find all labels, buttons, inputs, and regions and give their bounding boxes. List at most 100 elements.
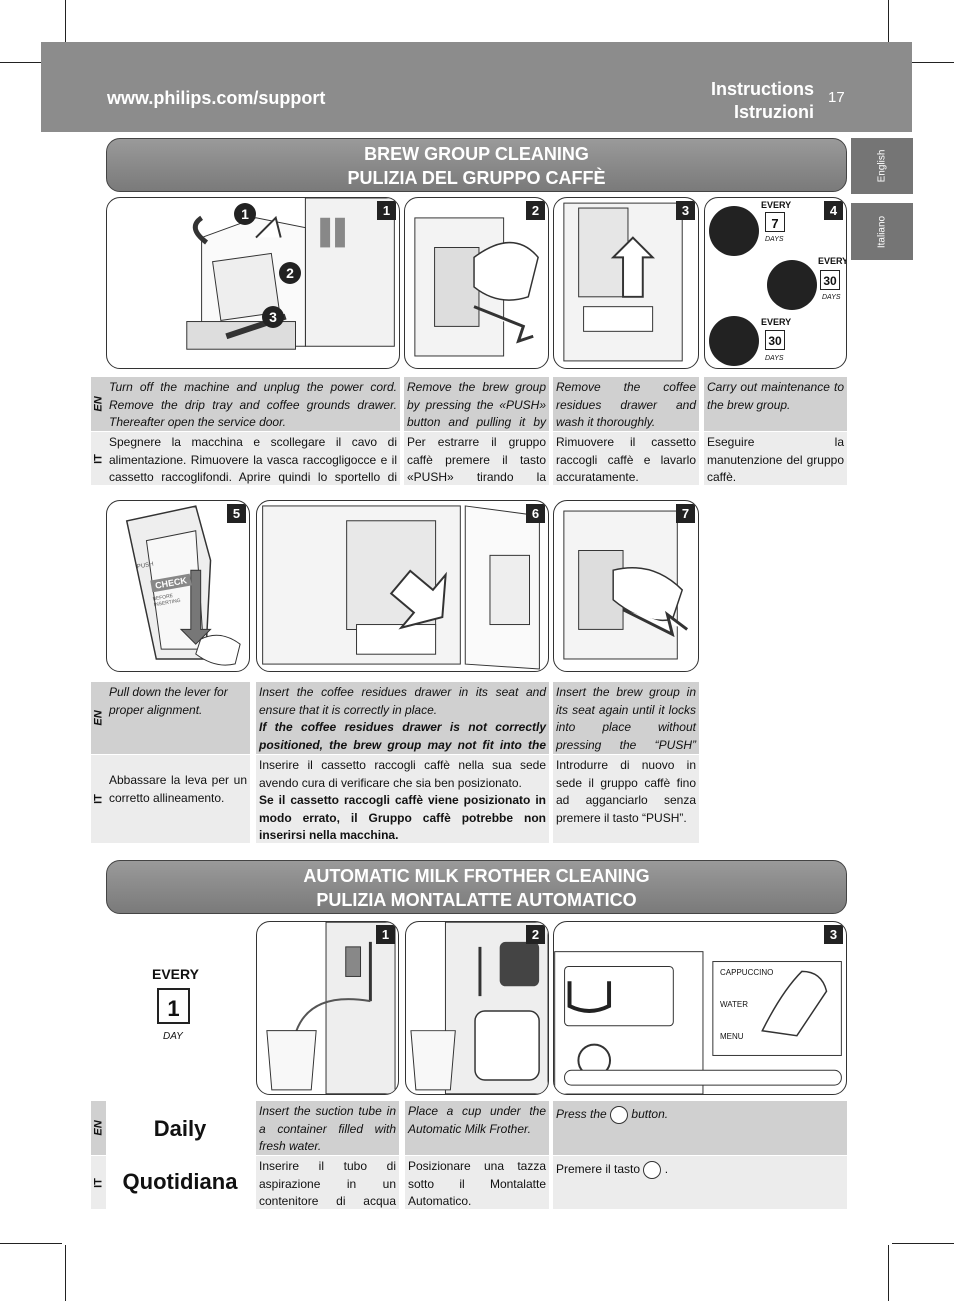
frother-step-1-it-text: Inserire il tubo di aspirazione in un co… (256, 1156, 399, 1209)
every-label: EVERY (761, 317, 792, 327)
lang-label-it: IT (91, 1156, 106, 1209)
lang-label-en: EN (91, 1101, 106, 1155)
step-3-en-text: Remove the coffee residues drawer and wa… (553, 377, 699, 431)
calendar-icon: 30 (820, 270, 840, 290)
step-number: 4 (824, 201, 843, 220)
brew-group-removal-illustration (414, 217, 539, 357)
insert-drawer-illustration (262, 505, 540, 670)
illustration-step-1: 1 1 2 3 (106, 197, 400, 369)
machine-open-illustration (186, 198, 395, 350)
step-number: 5 (227, 504, 246, 523)
step-number: 6 (526, 504, 545, 523)
tab-english-label: English (876, 149, 888, 183)
tab-english[interactable]: English (851, 138, 913, 194)
banner-title-it: PULIZIA DEL GRUPPO CAFFÈ (347, 168, 606, 188)
press-text-end: . (664, 1162, 669, 1177)
every-label: EVERY (818, 256, 847, 266)
illustration-step-7: 7 (553, 500, 699, 672)
frother-step-2-en-text: Place a cup under the Automatic Milk Fro… (405, 1101, 549, 1155)
lubricate-icon (767, 260, 817, 310)
step-number: 1 (376, 925, 395, 944)
calendar-icon: 30 (765, 330, 785, 350)
illustration-step-6: 6 (256, 500, 549, 672)
page-number: 17 (828, 89, 845, 106)
panel-label-cappuccino[interactable]: CAPPUCCINO (720, 968, 774, 977)
step-3-it-text: Rimuovere il cassetto raccogli caffè e l… (553, 432, 699, 485)
illustration-frother-step-1: 1 (256, 921, 399, 1095)
section-banner-brew-group: BREW GROUP CLEANING PULIZIA DEL GRUPPO C… (106, 138, 847, 192)
reinsert-brew-group-illustration (563, 510, 689, 660)
page-header (41, 42, 912, 132)
header-title-en: Instructions (710, 79, 814, 99)
header-title-it: Istruzioni (734, 102, 814, 122)
step-number: 2 (526, 201, 545, 220)
banner-title-en: AUTOMATIC MILK FROTHER CLEANING (303, 866, 650, 886)
milk-frother-button-icon (610, 1106, 629, 1124)
step-1-en-text: Turn off the machine and unplug the powe… (106, 377, 400, 431)
illustration-frother-step-3: 3 CAPPUCCINO WATER MENU (553, 921, 847, 1095)
frother-step-1-en-text: Insert the suction tube in a container f… (256, 1101, 399, 1155)
step-2-it-text: Per estrarre il gruppo caffè premere il … (404, 432, 549, 485)
callout-number: 2 (279, 262, 301, 284)
days-label: DAYS (822, 294, 841, 301)
crop-mark (892, 1243, 954, 1244)
calendar-icon: 7 (765, 212, 785, 232)
control-panel-illustration (554, 951, 842, 1094)
step-6-it-text: Inserire il cassetto raccogli caffè nell… (259, 758, 546, 790)
panel-label-water[interactable]: WATER (720, 1000, 748, 1009)
descale-icon (709, 316, 759, 366)
lang-label-it: IT (91, 755, 106, 843)
step-1-it-text: Spegnere la macchina e scollegare il cav… (106, 432, 400, 485)
panel-label-menu[interactable]: MENU (720, 1032, 744, 1041)
step-7-it-text: Introdurre di nuovo in sede il gruppo ca… (553, 755, 699, 843)
every-label: EVERY (152, 966, 199, 982)
step-number: 1 (377, 201, 396, 220)
rinse-icon (709, 206, 759, 256)
callout-number: 3 (262, 306, 284, 328)
step-5-it-text: Abbassare la leva per un corretto alline… (106, 755, 250, 843)
lang-label-en: EN (91, 377, 106, 431)
milk-frother-button-icon (643, 1161, 662, 1179)
step-5-en-text: Pull down the lever for proper alignment… (106, 682, 250, 754)
every-label: EVERY (761, 200, 792, 210)
banner-title-it: PULIZIA MONTALATTE AUTOMATICO (316, 890, 637, 910)
step-number: 3 (676, 201, 695, 220)
illustration-frother-step-2: 2 (405, 921, 549, 1095)
frother-step-2-it-text: Posizionare una tazza sotto il Montalatt… (405, 1156, 549, 1209)
callout-number: 1 (234, 203, 256, 225)
tab-italiano[interactable]: Italiano (851, 203, 913, 260)
crop-mark (65, 1245, 66, 1301)
frequency-it: Quotidiana (122, 1169, 238, 1194)
crop-mark (888, 1245, 889, 1301)
crop-mark (0, 1243, 62, 1244)
banner-title-en: BREW GROUP CLEANING (364, 144, 589, 164)
crop-mark (888, 0, 889, 62)
step-6-en-warning: If the coffee residues drawer is not cor… (259, 720, 546, 752)
frequency-en: Daily (153, 1116, 207, 1141)
step-6-en-text: Insert the coffee residues drawer in its… (259, 685, 546, 717)
frother-step-3-it-text: Premere il tasto . (553, 1156, 847, 1209)
press-text-end: button. (631, 1107, 669, 1122)
step-6-it-block: Inserire il cassetto raccogli caffè nell… (256, 755, 549, 843)
illustration-step-5: 5 CHECK BEFORE INSERTING PUSH (106, 500, 250, 672)
day-label: DAY (163, 1031, 183, 1042)
step-4-it-text: Eseguire la manutenzione del gruppo caff… (704, 432, 847, 485)
suction-tube-illustration (266, 922, 396, 1094)
step-7-en-text: Insert the brew group in its seat again … (553, 682, 699, 754)
illustration-step-3: 3 (553, 197, 699, 369)
lang-label-en: EN (91, 682, 106, 754)
press-text: Press the (556, 1107, 607, 1122)
step-number: 2 (526, 925, 545, 944)
lang-label-it: IT (91, 432, 106, 485)
crop-mark (892, 62, 954, 63)
step-number: 3 (824, 925, 843, 944)
frother-step-3-en-text: Press the button. (553, 1101, 847, 1155)
support-url[interactable]: www.philips.com/support (107, 88, 326, 108)
tab-italiano-label: Italiano (876, 215, 888, 248)
press-text: Premere il tasto (556, 1162, 641, 1177)
days-label: DAYS (765, 355, 784, 362)
cup-under-frother-illustration (410, 922, 548, 1094)
days-label: DAYS (765, 236, 784, 243)
step-4-en-text: Carry out maintenance to the brew group. (704, 377, 847, 431)
step-2-en-text: Remove the brew group by pressing the «P… (404, 377, 549, 431)
